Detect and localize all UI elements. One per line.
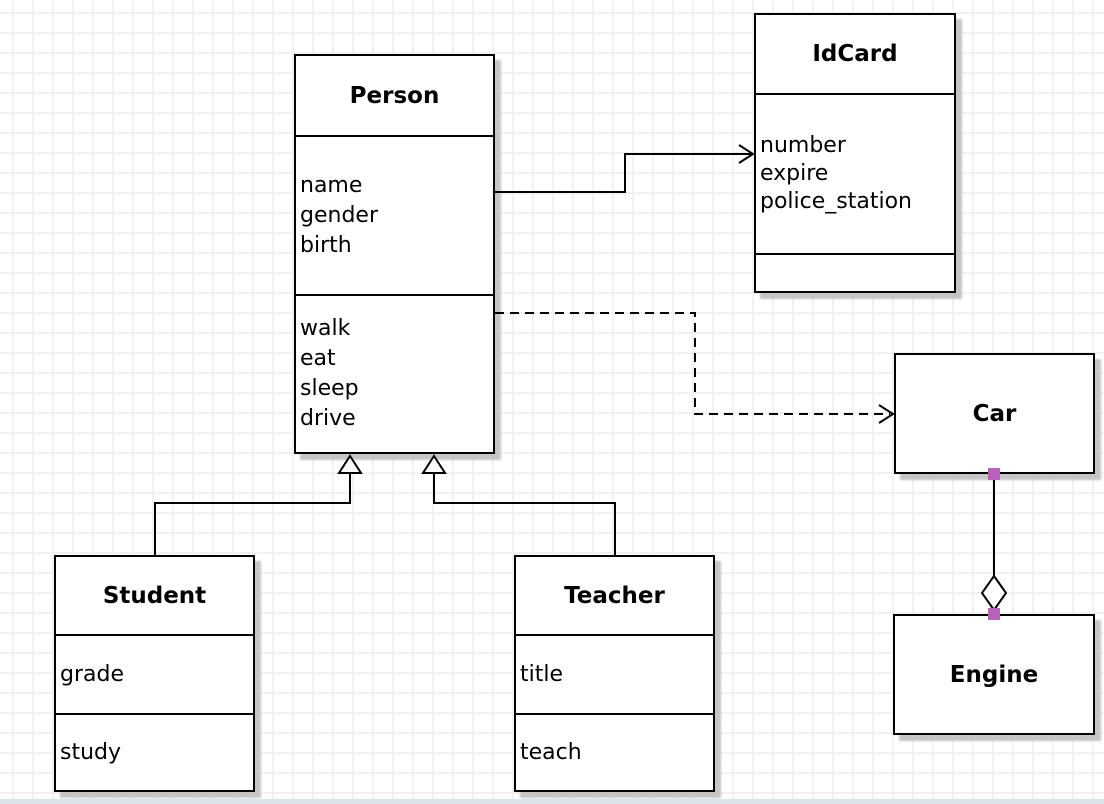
class-person-methods: walk eat sleep drive — [296, 294, 493, 452]
canvas-bottom-edge — [0, 799, 1104, 804]
attribute-row: birth — [300, 232, 352, 258]
association-line[interactable] — [495, 153, 752, 193]
generalization-line[interactable] — [154, 473, 351, 555]
method-row: teach — [520, 739, 582, 765]
class-student-attributes: grade — [56, 634, 253, 713]
class-student-methods: study — [56, 713, 253, 790]
class-idcard-title: IdCard — [812, 41, 898, 67]
attribute-row: title — [520, 661, 564, 687]
class-idcard[interactable]: IdCard number expire police_station — [754, 13, 956, 293]
hollow-triangle-icon — [421, 454, 447, 474]
attribute-row: number — [760, 133, 846, 158]
class-car[interactable]: Car — [894, 353, 1095, 474]
class-engine-title: Engine — [949, 661, 1039, 688]
connector-person-idcard[interactable] — [495, 144, 755, 193]
class-person[interactable]: Person name gender birth walk eat sleep … — [294, 54, 495, 454]
attribute-row: grade — [60, 661, 124, 687]
class-person-attributes: name gender birth — [296, 135, 493, 294]
method-row: walk — [300, 316, 351, 341]
attribute-row: name — [300, 172, 363, 198]
method-row: study — [60, 739, 122, 765]
generalization-line[interactable] — [433, 473, 616, 555]
class-teacher-title: Teacher — [564, 582, 665, 609]
class-teacher-attributes: title — [516, 634, 713, 713]
connector-student-person[interactable] — [154, 454, 363, 555]
open-arrow-icon — [738, 144, 755, 164]
connector-person-car[interactable] — [495, 312, 895, 424]
class-teacher-methods: teach — [516, 713, 713, 790]
class-idcard-methods-empty — [756, 253, 954, 291]
hollow-triangle-icon — [337, 454, 363, 474]
method-row: drive — [300, 406, 356, 431]
class-car-title: Car — [972, 400, 1017, 427]
method-row: sleep — [300, 376, 359, 401]
open-arrow-icon — [878, 404, 895, 424]
attribute-row: gender — [300, 202, 378, 228]
class-person-title: Person — [349, 82, 440, 109]
method-row: eat — [300, 346, 336, 371]
connector-car-engine[interactable] — [980, 468, 1008, 620]
dependency-line[interactable] — [495, 312, 890, 415]
attribute-row: police_station — [760, 189, 912, 214]
class-student-title: Student — [102, 582, 207, 609]
class-idcard-attributes: number expire police_station — [756, 93, 954, 253]
hollow-diamond-icon — [980, 574, 1008, 612]
class-engine[interactable]: Engine — [893, 614, 1095, 735]
class-teacher[interactable]: Teacher title teach — [514, 555, 715, 792]
connector-teacher-person[interactable] — [421, 454, 616, 555]
attribute-row: expire — [760, 161, 829, 186]
class-student[interactable]: Student grade study — [54, 555, 255, 792]
